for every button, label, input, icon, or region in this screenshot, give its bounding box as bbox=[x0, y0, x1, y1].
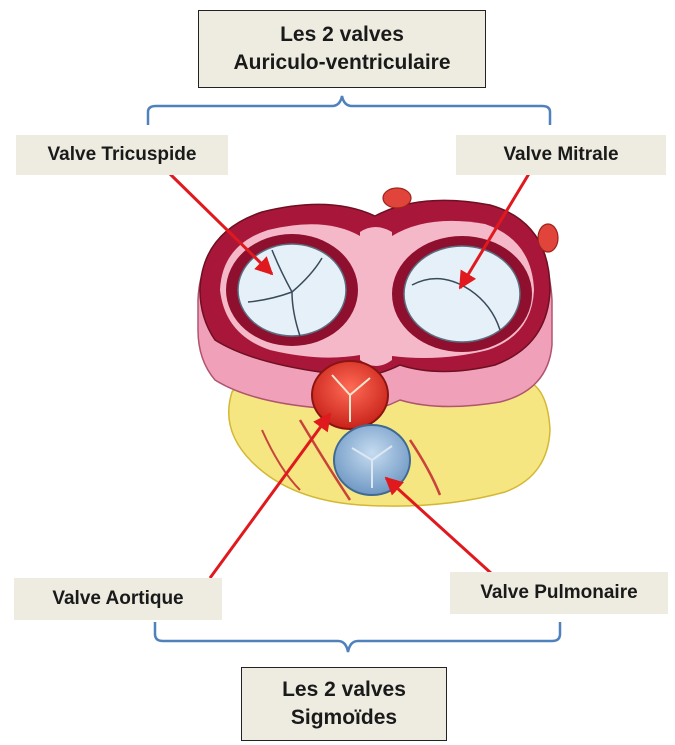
label-aortic-text: Valve Aortique bbox=[52, 588, 183, 610]
label-tricuspid-text: Valve Tricuspide bbox=[48, 144, 197, 166]
pulmonary-vein bbox=[538, 224, 558, 252]
pulmonary-vein bbox=[383, 188, 411, 208]
heart-illustration bbox=[198, 188, 558, 506]
label-pulmonary-valve: Valve Pulmonaire bbox=[450, 572, 668, 614]
septum bbox=[360, 227, 392, 366]
label-aortic-valve: Valve Aortique bbox=[14, 578, 222, 620]
title-bottom-line1: Les 2 valves bbox=[282, 676, 406, 704]
title-box-semilunar-valves: Les 2 valves Sigmoïdes bbox=[241, 667, 447, 741]
mitral-valve bbox=[404, 246, 520, 342]
label-pulmonary-text: Valve Pulmonaire bbox=[480, 582, 637, 604]
title-top-line2: Auriculo-ventriculaire bbox=[233, 49, 450, 77]
label-mitral-valve: Valve Mitrale bbox=[456, 135, 666, 175]
label-tricuspid-valve: Valve Tricuspide bbox=[16, 135, 228, 175]
top-bracket bbox=[148, 96, 550, 125]
title-top-line1: Les 2 valves bbox=[280, 21, 404, 49]
title-box-av-valves: Les 2 valves Auriculo-ventriculaire bbox=[198, 10, 486, 88]
label-mitral-text: Valve Mitrale bbox=[503, 144, 618, 166]
title-bottom-line2: Sigmoïdes bbox=[291, 704, 397, 732]
bottom-bracket bbox=[155, 622, 560, 652]
